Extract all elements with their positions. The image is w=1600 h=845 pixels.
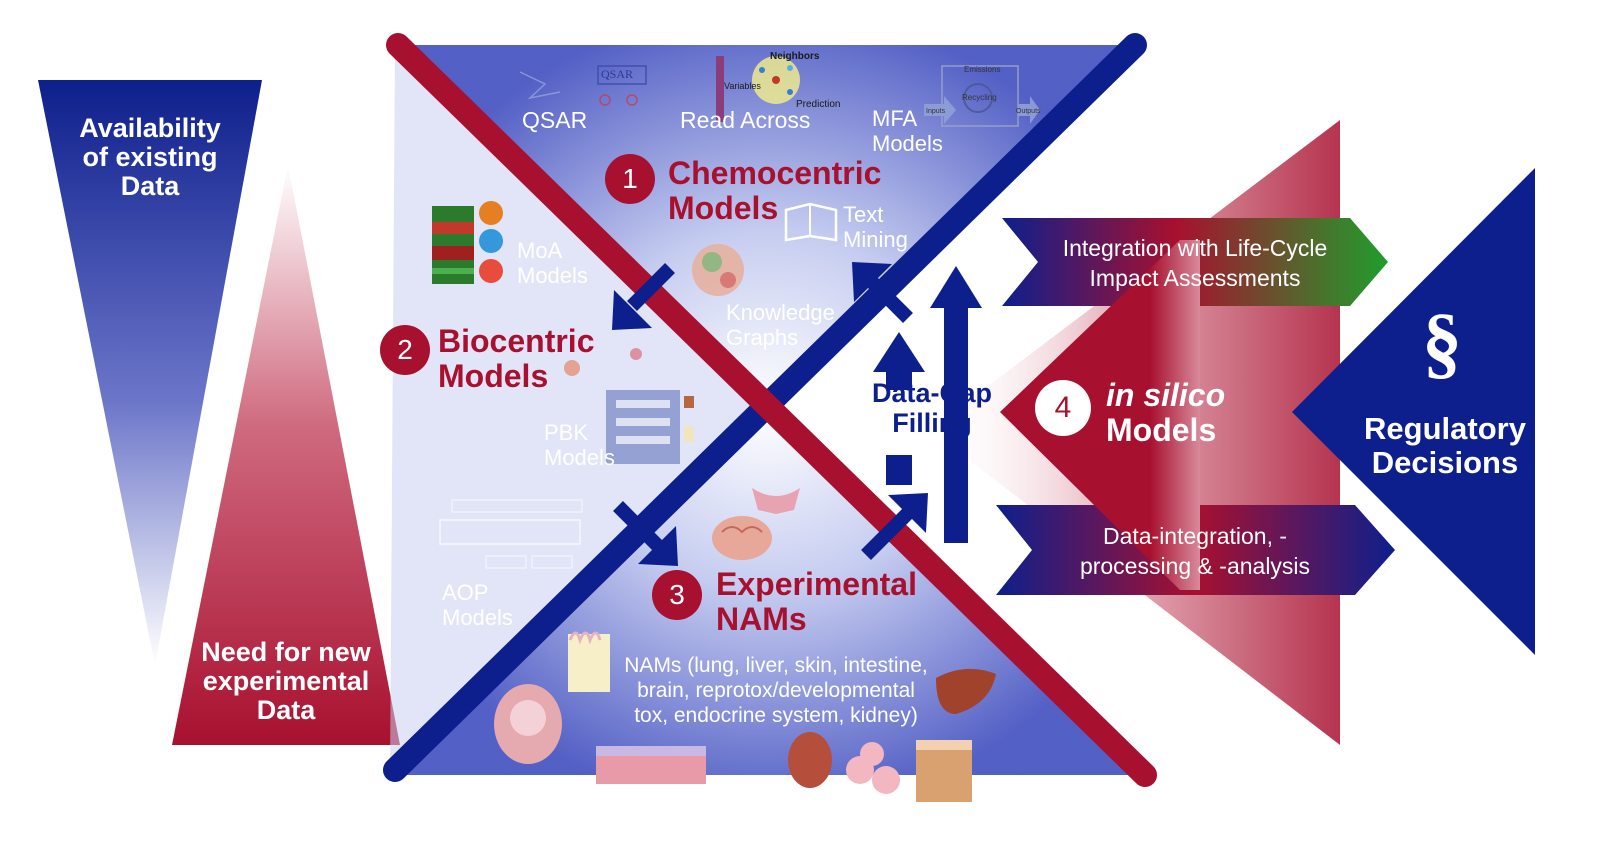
chemocentric-title: Chemocentric Models xyxy=(668,156,881,225)
arrow-gap-to-chemo xyxy=(852,262,913,323)
nams-line-3: tox, endocrine system, kidney) xyxy=(634,703,918,727)
need-line-1: Need for new xyxy=(201,637,371,667)
moa-heatmap-icon xyxy=(432,201,503,284)
regulatory-label: Regulatory Decisions xyxy=(1362,411,1528,481)
data-gap-line-1: Data-Gap xyxy=(871,378,993,408)
chemocentric-title-line-1: Chemocentric xyxy=(668,155,882,191)
fetus-icon xyxy=(494,684,562,764)
biocentric-title-line-1: Biocentric xyxy=(438,323,595,359)
availability-funnel xyxy=(38,80,262,665)
biocentric-title: Biocentric Models xyxy=(438,324,594,393)
mfa-recycling: Recycling xyxy=(962,93,997,102)
availability-line-3: Data xyxy=(120,171,180,202)
regulatory-line-1: Regulatory xyxy=(1364,411,1526,446)
pbk-line-2: Models xyxy=(544,445,615,471)
liver-icon xyxy=(936,668,996,714)
book-icon xyxy=(784,202,838,242)
read-across-label: Read Across xyxy=(680,107,811,133)
insilico-italic: in silico xyxy=(1106,377,1226,413)
aop-diagram-icon xyxy=(439,499,583,569)
lca-line-1: Integration with Life-Cycle xyxy=(1062,235,1328,261)
data-integration-line-2: processing & -analysis xyxy=(1079,552,1311,579)
chemocentric-number: 1 xyxy=(605,154,655,204)
nams-line-2: brain, reprotox/developmental xyxy=(637,678,915,702)
knowledge-graphs-label: Knowledge Graphs xyxy=(726,300,835,351)
availability-line-1: Availability xyxy=(79,113,221,143)
data-gap-filling-label: Data-Gap Filling xyxy=(868,378,996,438)
pbk-diagram-icon xyxy=(564,348,694,464)
moa-label: MoA Models xyxy=(517,238,588,289)
availability-label: Availability of existing Data xyxy=(60,113,240,202)
kidney-icon xyxy=(788,732,832,788)
need-line-3: Data xyxy=(256,695,316,726)
read-across-neighbors: Neighbors xyxy=(770,51,820,62)
knowledge-graphs-line-2: Graphs xyxy=(726,325,799,351)
pbk-line-1: PBK xyxy=(544,420,589,445)
data-gap-line-2: Filling xyxy=(892,408,972,439)
need-label: Need for new experimental Data xyxy=(186,637,386,726)
biocentric-title-line-2: Models xyxy=(438,357,549,394)
qsar-box-label: QSAR xyxy=(601,67,634,81)
read-across-icon xyxy=(716,56,800,122)
mfa-line-1: MFA xyxy=(872,106,918,131)
mfa-icon xyxy=(924,65,1040,127)
experimental-title-line-1: Experimental xyxy=(716,566,917,602)
crimson-diagonal xyxy=(386,33,1157,787)
experimental-title: Experimental NAMs xyxy=(716,567,917,636)
knowledge-graphs-line-1: Knowledge xyxy=(726,300,835,325)
mfa-inputs: Inputs xyxy=(926,108,946,115)
gap-arrow-short xyxy=(873,332,925,485)
mfa-emissions: Emissions xyxy=(964,65,1001,74)
pbk-label: PBK Models xyxy=(544,420,615,471)
nams-line-1: NAMs (lung, liver, skin, intestine, xyxy=(624,654,928,677)
moa-line-2: Models xyxy=(517,263,588,289)
availability-line-2: of existing xyxy=(82,142,218,173)
lca-label: Integration with Life-Cycle Impact Asses… xyxy=(1048,234,1342,294)
moa-line-1: MoA xyxy=(517,238,563,263)
insilico-number: 4 xyxy=(1035,380,1091,436)
read-across-prediction: Prediction xyxy=(796,99,841,110)
text-mining-label: Text Mining xyxy=(843,202,908,253)
aop-line-2: Models xyxy=(442,605,513,631)
qsar-icon xyxy=(519,65,647,106)
insilico-arrow xyxy=(1000,240,1200,590)
text-mining-line-2: Mining xyxy=(843,227,908,253)
biocentric-number: 2 xyxy=(380,325,430,375)
lca-line-2: Impact Assessments xyxy=(1089,264,1301,291)
insilico-models: Models xyxy=(1106,412,1217,449)
skin-icon xyxy=(916,740,972,802)
tissue-icon xyxy=(596,746,706,784)
need-line-2: experimental xyxy=(202,666,370,697)
center-glow-left xyxy=(390,45,770,775)
mfa-line-2: Models xyxy=(872,131,943,157)
gap-arrow-long xyxy=(930,266,982,543)
mfa-label: MFA Models xyxy=(872,106,943,157)
experimental-title-line-2: NAMs xyxy=(716,600,807,637)
chemocentric-title-line-2: Models xyxy=(668,189,779,226)
regulatory-triangle xyxy=(1292,168,1535,655)
data-integration-line-1: Data-integration, - xyxy=(1102,523,1288,549)
section-symbol: § xyxy=(1422,299,1462,387)
aop-label: AOP Models xyxy=(442,580,513,631)
text-mining-line-1: Text xyxy=(843,202,884,227)
arrow-bio-to-exp xyxy=(613,501,678,566)
insilico-title: in silico Models xyxy=(1106,377,1226,449)
arrow-exp-to-gap xyxy=(861,493,928,560)
aop-line-1: AOP xyxy=(442,580,489,605)
mfa-outputs: Outputs xyxy=(1016,108,1041,115)
experimental-number: 3 xyxy=(652,570,702,620)
arrow-chemo-to-bio xyxy=(612,263,675,330)
brain-icon xyxy=(712,516,772,560)
intestine-icon xyxy=(568,631,610,692)
uterus-icon xyxy=(752,488,800,514)
lung-icon xyxy=(846,742,900,794)
data-integration-label: Data-integration, - processing & -analys… xyxy=(1048,522,1342,582)
qsar-label: QSAR xyxy=(522,107,588,133)
network-graph-icon xyxy=(692,244,744,296)
regulatory-line-2: Decisions xyxy=(1371,445,1519,481)
nams-label: NAMs (lung, liver, skin, intestine, brai… xyxy=(616,654,936,728)
need-funnel xyxy=(172,165,400,745)
read-across-variables: Variables xyxy=(724,81,761,91)
